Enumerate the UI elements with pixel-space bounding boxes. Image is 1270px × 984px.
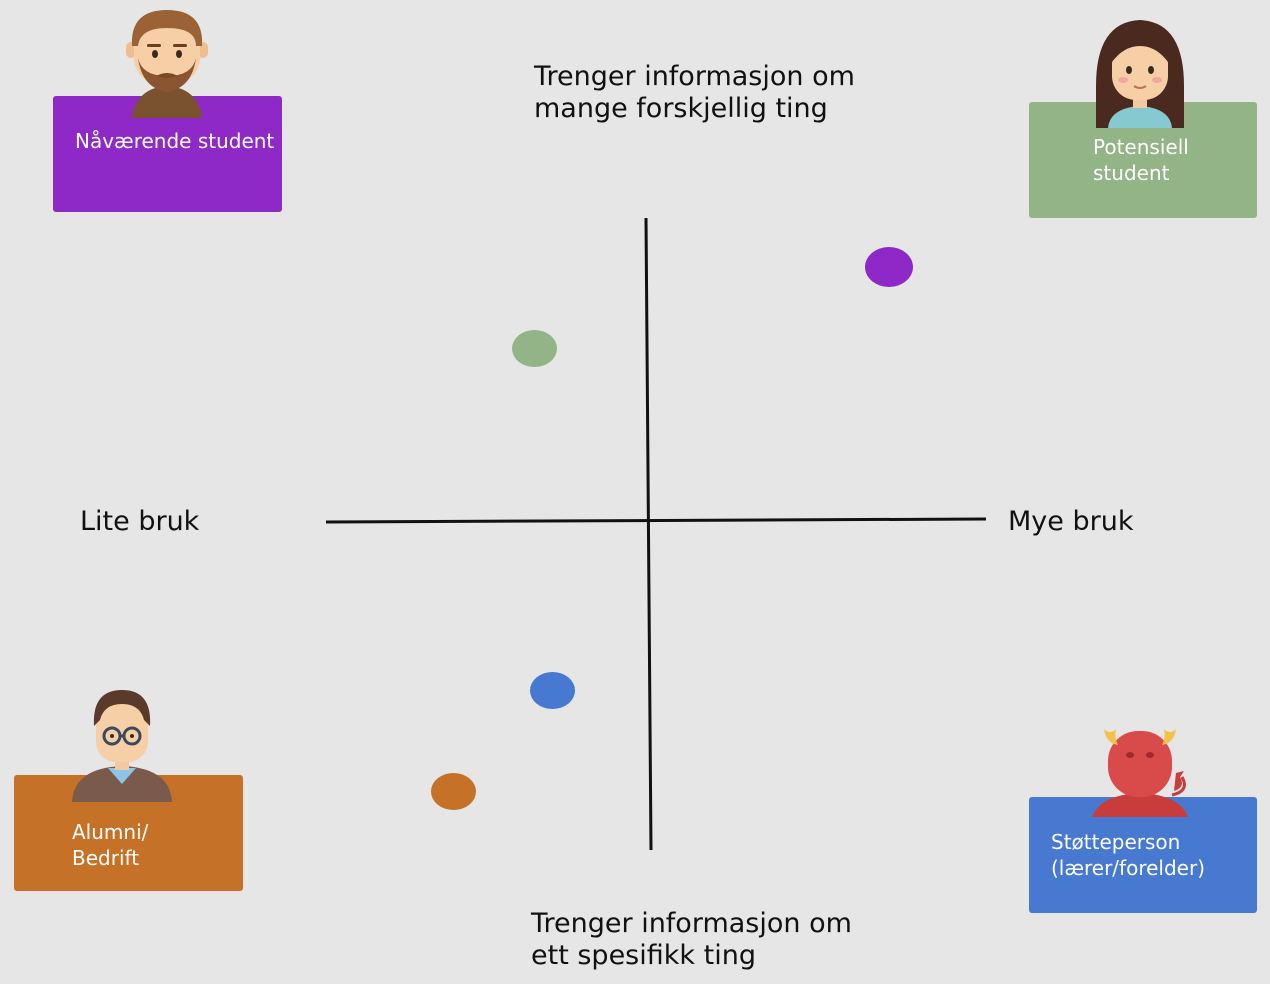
bottom-axis-label: Trenger informasjon om ett spesifikk tin…	[531, 908, 852, 972]
marker-potential-student	[512, 330, 557, 367]
horizontal-axis	[326, 519, 986, 522]
right-axis-label: Mye bruk	[1008, 506, 1133, 538]
persona-label: Støtteperson (lærer/forelder)	[1051, 829, 1205, 881]
persona-label: Potensiell student	[1093, 134, 1189, 186]
top-axis-label: Trenger informasjon om mange forskjellig…	[534, 61, 855, 125]
devil-avatar	[1090, 725, 1194, 817]
marker-support	[530, 672, 575, 709]
left-axis-label: Lite bruk	[80, 506, 199, 538]
vertical-axis	[646, 218, 651, 850]
man-with-glasses-avatar	[70, 690, 174, 802]
persona-label: Alumni/ Bedrift	[72, 819, 148, 871]
woman-avatar	[1090, 16, 1190, 128]
bearded-man-avatar	[122, 6, 212, 118]
persona-label: Nåværende student	[75, 128, 274, 154]
marker-current-student	[865, 247, 913, 287]
marker-alumni	[431, 773, 476, 810]
